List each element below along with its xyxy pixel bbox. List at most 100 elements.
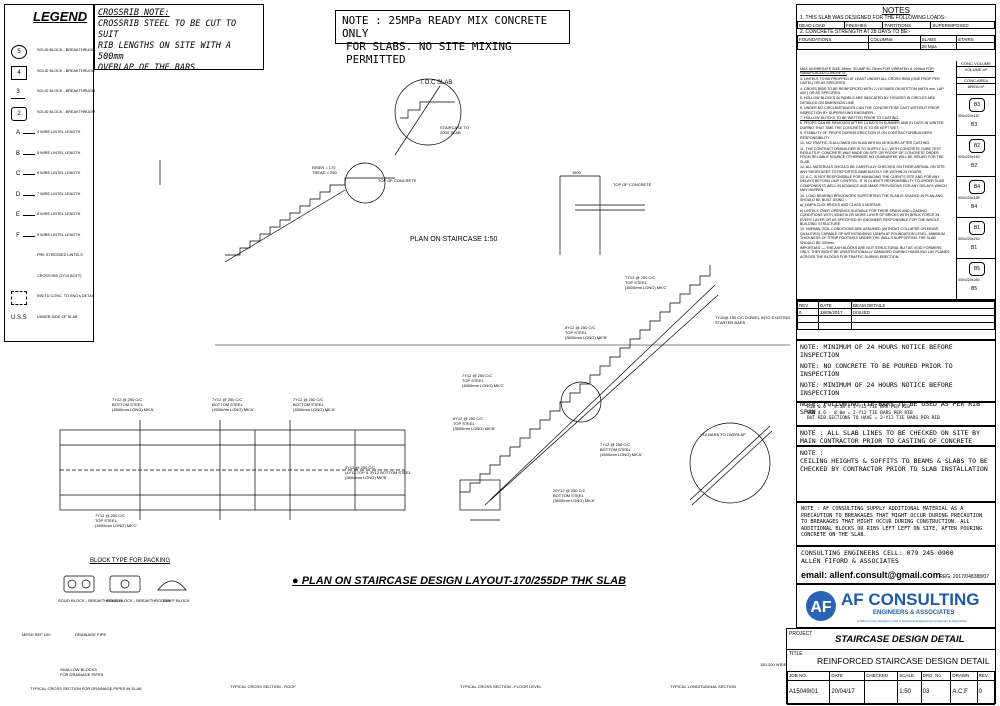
legend-line-icon [23,235,35,237]
concrete-note: NOTE : 25MPa READY MIX CONCRETE ONLY FOR… [335,10,570,66]
legend-symbol-hexagon-icon: 2 [11,106,27,121]
inspection-note-1: NOTE: MINIMUM OF 24 HOURS NOTICE BEFORE … [800,343,953,359]
legend-symbol-line-icon: C [15,171,21,177]
block-size: 500x220x240 [958,237,980,241]
meta-header-2: DATE [829,671,866,681]
inspection-note-2: NOTE: NO CONCRETE TO BE POURED PRIOR TO … [800,362,953,378]
notes-body-line: 11. THE CONTRACTOR/BUILDER IS TO SUPPLY … [800,146,944,164]
legend-label: 4 WIRE LINTEL LENGTH [37,130,81,134]
inspection-note-3: NOTE: MINIMUM OF 24 HOURS NOTICE BEFORE … [800,381,953,397]
af-note: NOTE : AF CONSULTING SUPPLY ADDITIONAL M… [796,502,996,546]
notes-body-line: 14. LOAD BEARING BRICKWORK SUPPORTING TH… [800,193,943,202]
top-concrete-label: TOP OF CONCRETE [378,178,417,183]
meta-header-6: DRAWN [950,671,978,681]
consulting-email[interactable]: email: allenf.consult@gmail.com [801,570,941,580]
bottom-sec-3-title: TYPICAL CROSS SECTION - FLOOR LEVEL [460,684,542,689]
rev-header-1: REV [797,301,819,309]
meta-header-3: CHECKED [864,671,899,681]
section-label-a: 7Y12 @ 250 C/C TOP STEEL (4500mm LONG) M… [625,275,668,290]
strength-value: 25 Mpa [919,42,957,50]
block-name: B4 [971,204,978,210]
block-type-1: SOLID BLOCK - BREAKTHROUGH [58,598,123,603]
bottom-sec-1-label-3: SHALLOW BLOCKS FOR DRAINAGE PIPES [60,667,104,677]
legend-item: PRE STRESSED LINTELS [9,250,93,264]
load-header-4: SUPERIMPOSED [930,21,995,29]
block-hexagon-icon: B3 [969,98,985,112]
revision-table: REV DATE BEAM DETAILS 0 18/06/2017 ISSUE… [796,300,996,340]
block-name: B3 [971,122,978,128]
block-size: 500x220x185 [958,196,980,200]
legend-label: 9 WIRE LINTEL LENGTH [37,232,81,237]
slab-lines-note-1: NOTE : ALL SLAB LINES TO BE CHECKED ON S… [800,429,981,437]
rev-value-1: 0 [797,308,819,316]
block-name: B2 [971,163,978,169]
section-label-b: 8Y12 @ 250 C/C TOP STEEL (3600mm LONG) M… [565,325,607,340]
notes-body-line: 4. CROSS RIBS TO BE REINFORCED WITH 2-Y1… [800,86,944,96]
legend-label: UNDER SIDE OF SLAB [37,314,78,319]
upper-stair-profile [225,177,395,256]
notes-body-line: 10. NO TRAFFIC IS ALLOWED ON SLAB WITHIN… [800,141,931,146]
rib-bars: RIB 0.0 - 4.5m = 1-Y12 TIE BAR PER RIB R… [796,402,996,426]
plan-label-3: 7Y12 @ 250 C/C BOTTOM STEEL (4500mm LONG… [293,397,335,412]
legend-label: SOLID BLOCK - BREAKTHRUGH [37,68,95,73]
notes-body-line: 5. HOLLOW BLOCKS IN PANELS ARE INDICATED… [800,96,935,105]
load-table: DEAD LOAD FINISHES PARTITIONS SUPERIMPOS… [797,21,995,29]
legend-symbol-line-icon: E [15,212,20,218]
title-value: REINFORCED STAIRCASE DESIGN DETAIL [817,656,990,666]
title-row: TITLE REINFORCED STAIRCASE DESIGN DETAIL [787,649,995,672]
ceiling-note-1: NOTE : [800,449,824,457]
legend-label: INSITU CONC. TO ENG's DETAIL [37,294,95,298]
consulting-line-2: ALLEN FIFORD & ASSOCIATES [801,557,899,565]
ceiling-note: NOTE : CEILING HEIGHTS & SOFFITS TO BEAM… [796,446,996,502]
legend-label: CROSS RIB (2Y10 BOTT) [37,273,82,278]
notes-body-line: 15. NORMAL SOIL CONDITIONS ARE ASSUMED (… [800,227,945,245]
af-note-text: NOTE : AF CONSULTING SUPPLY ADDITIONAL M… [801,506,983,538]
bottom-sec-1-title: TYPICAL CROSS SECTION FOR DRAINAGE PIPES… [30,686,142,691]
block-side-column: CONC.VOLUME VOLUME m³ CONC.AREA AREA m² … [956,61,995,300]
legend-line-icon [23,153,35,155]
meta-value-1: A15049/01 [786,679,831,706]
crossrib-note: CROSSRIB NOTE: CROSSRIB STEEL TO BE CUT … [94,4,264,73]
legend-label: PRE STRESSED LINTELS [37,253,83,257]
notes-body-line: MAX AGGREGATE SIZE 19mm, SLUMP 50-75mm F… [800,67,934,76]
drawing-canvas [59,78,790,593]
section-label-c: 7Y12 @ 250 C/C TOP STEEL (4500mm LONG) M… [462,373,505,388]
plan-staircase-title: PLAN ON STAIRCASE 1:50 [410,236,498,243]
notes-body-line: 3. LINTELS TO BE PROPPED AT LEAST UNDER … [800,76,940,86]
legend-label: 7 WIRE LINTEL LENGTH [37,191,81,196]
lower-detail-circle [560,381,602,423]
block-side-header-2: VOLUME m³ [957,67,995,78]
legend-symbol-line-icon: A [15,130,20,136]
block-type-3: TRAFF BLOCK [162,598,190,603]
meta-value-7: 0 [976,679,996,706]
notes-body: MAX AGGREGATE SIZE 19mm, SLUMP 50-75mm F… [800,67,950,260]
crossrib-title: CROSSRIB NOTE: [98,8,170,18]
bottom-sec-2-title: TYPICAL CROSS SECTION - ROOF [230,684,296,689]
section-label-d: 6Y12 @ 250 C/C TOP STEEL (3600mm LONG) M… [453,416,495,431]
project-label: PROJECT [789,631,813,637]
notes-panel: NOTES 1. THIS SLAB WAS DESIGNED FOR THE … [796,4,996,300]
legend-item: INSITU CONC. TO ENG's DETAIL [9,291,95,305]
notes-body-line: 9. STABILITY OF PROPS DURING ERECTION IS… [800,131,932,140]
logo-tagline: A Tailor to Your Designs in Civil & Stru… [857,619,967,623]
meta-header-5: DRG. No. [920,671,952,681]
crossrib-line-1: CROSSRIB STEEL TO BE CUT TO SUIT [98,19,237,40]
rib-bar-1: RIB 0.0 - 4.5m = 1-Y12 TIE BAR PER RIB [807,405,910,410]
section-label-h: Y12 BARS TO OVERLAP [700,432,746,437]
project-row: PROJECT STAIRCASE DESIGN DETAIL [787,629,995,650]
meta-value-4: 1:50 [897,679,922,706]
overlap-detail-circle [689,422,771,504]
strength-header-4: STAIRS [955,35,996,43]
legend-line-icon [23,133,35,134]
meta-header-1: JOB NO. [786,671,831,681]
consulting-reg: REG: 2017/048388/07 [939,574,989,580]
